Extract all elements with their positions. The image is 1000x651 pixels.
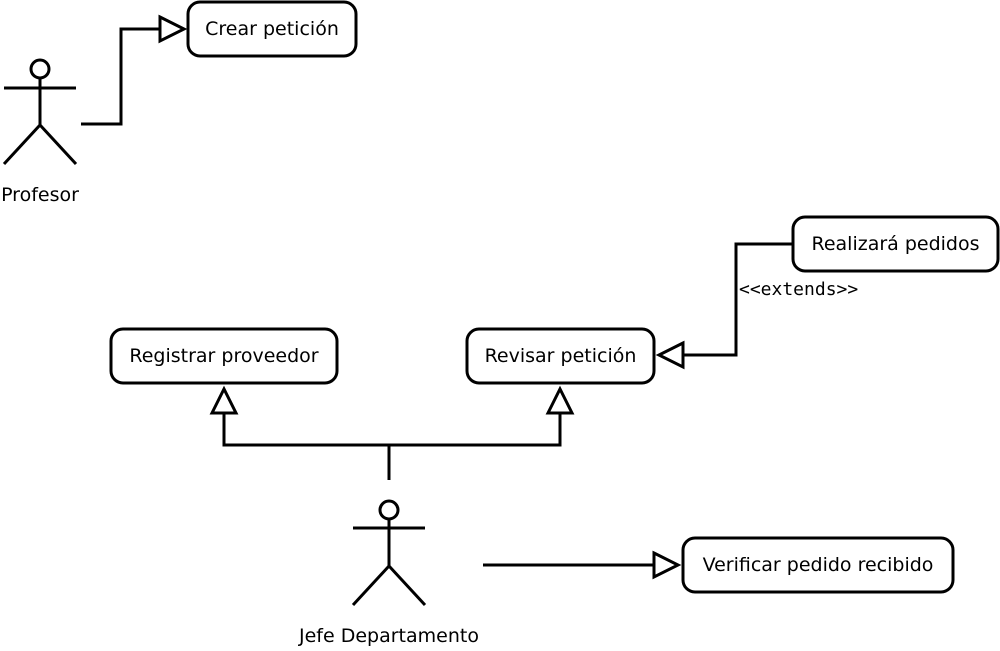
arrow-head-icon <box>545 385 575 415</box>
arrow-head-icon <box>655 340 685 370</box>
arrow-head-icon <box>158 14 188 44</box>
extends-stereotype-label: <<extends>> <box>739 279 858 300</box>
actor-left-leg <box>2 123 42 166</box>
use-case-verificar-pedido-recibido[interactable]: Verificar pedido recibido <box>681 536 955 594</box>
use-case-label: Verificar pedido recibido <box>703 554 934 576</box>
actor-jefe-label: Jefe Departamento <box>298 625 479 647</box>
actor-left-leg <box>351 564 391 607</box>
edge-extends-realizara-revisar <box>683 242 793 357</box>
edge-profesor-crear-peticion <box>81 27 160 126</box>
use-case-crear-peticion[interactable]: Crear petición <box>186 0 358 58</box>
use-case-revisar-peticion[interactable]: Revisar petición <box>465 327 656 385</box>
arrow-head-icon <box>652 550 682 580</box>
actor-head-icon <box>29 58 51 80</box>
use-case-realizara-pedidos[interactable]: Realizará pedidos <box>791 215 1000 273</box>
use-case-label: Crear petición <box>205 18 339 40</box>
edge-jefe-branches <box>222 413 562 447</box>
arrow-head-icon <box>209 385 239 415</box>
actor-head-icon <box>378 499 400 521</box>
use-case-label: Realizará pedidos <box>811 233 979 255</box>
actor-right-leg <box>38 123 78 166</box>
use-case-label: Registrar proveedor <box>129 345 318 367</box>
actor-right-leg <box>387 564 427 607</box>
actor-profesor-label: Profesor <box>1 184 79 206</box>
use-case-registrar-proveedor[interactable]: Registrar proveedor <box>109 327 339 385</box>
actor-profesor[interactable] <box>2 58 78 166</box>
actor-jefe-departamento[interactable] <box>351 499 427 607</box>
use-case-label: Revisar petición <box>485 345 637 367</box>
